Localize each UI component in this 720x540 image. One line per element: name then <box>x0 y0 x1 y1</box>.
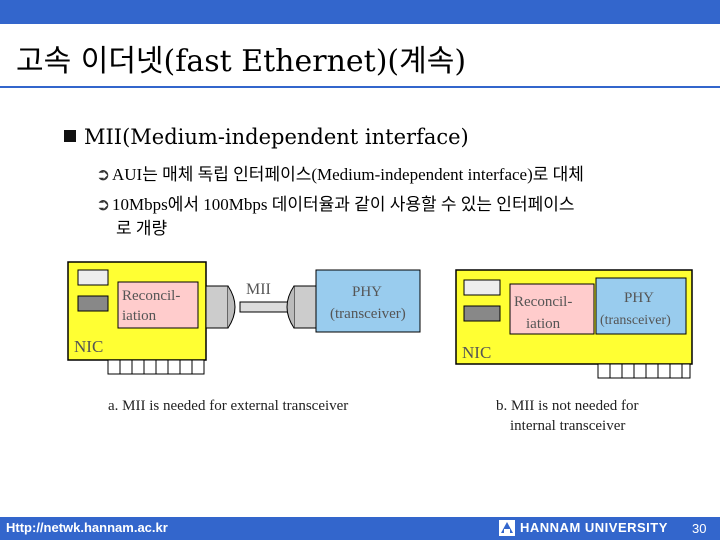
left-phy-label-1: PHY <box>352 284 382 300</box>
footer-bar: Http://netwk.hannam.ac.kr HANNAM UNIVERS… <box>0 517 720 540</box>
sub-bullet-2-continued: 로 개량 <box>116 219 168 238</box>
slide-title: 고속 이더넷(fast Ethernet)(계속) <box>16 44 467 79</box>
right-chip-white <box>463 279 501 296</box>
footer-url: Http://netwk.hannam.ac.kr <box>6 520 168 535</box>
page-number: 30 <box>692 521 707 536</box>
left-caption: a. MII is needed for external transceive… <box>108 398 348 414</box>
left-reconciliation-box <box>117 281 199 329</box>
right-reconciliation-box <box>509 283 595 335</box>
mii-connector-left <box>205 285 229 329</box>
mii-diagram: Reconcil- iation NIC MII PHY (transceive… <box>67 261 693 434</box>
right-chip-gray <box>463 305 501 322</box>
arrow-bullet-icon: ➲ <box>96 165 111 184</box>
university-logo-icon <box>499 520 515 536</box>
left-chip-white <box>77 269 109 286</box>
left-phy-label-2: (transceiver) <box>330 306 406 322</box>
square-bullet-icon <box>64 130 76 142</box>
arrow-bullet-icon: ➲ <box>96 195 111 214</box>
right-caption-line-1: b. MII is not needed for <box>496 398 638 414</box>
right-phy-label-1: PHY <box>624 290 654 306</box>
left-nic-pins <box>107 359 205 375</box>
right-reconciliation-label-1: Reconcil- <box>514 294 572 310</box>
mii-connector-right <box>293 285 317 329</box>
right-diagram: Reconcil- iation PHY (transceiver) NIC b… <box>455 269 693 434</box>
footer-university: HANNAM UNIVERSITY <box>520 520 668 535</box>
main-bullet: MII(Medium-independent interface) <box>64 125 469 149</box>
mii-cable <box>239 301 289 313</box>
right-phy-box <box>595 277 687 335</box>
left-diagram: Reconcil- iation NIC MII PHY (transceive… <box>67 261 421 414</box>
main-bullet-text: MII(Medium-independent interface) <box>84 125 469 149</box>
sub-bullet-1: ➲AUI는 매체 독립 인터페이스(Medium-independent int… <box>96 160 584 185</box>
left-reconciliation-label-1: Reconcil- <box>122 288 180 304</box>
sub-bullet-1-text: AUI는 매체 독립 인터페이스(Medium-independent inte… <box>112 165 584 184</box>
sub-bullet-2-text: 10Mbps에서 100Mbps 데이터율과 같이 사용할 수 있는 인터페이스 <box>112 195 575 214</box>
right-reconciliation-label-2: iation <box>526 316 561 332</box>
right-phy-label-2: (transceiver) <box>600 313 671 328</box>
right-nic-label: NIC <box>462 343 491 362</box>
left-reconciliation-label-2: iation <box>122 308 157 324</box>
title-divider <box>0 86 720 88</box>
right-caption-line-2: internal transceiver <box>510 418 625 434</box>
right-nic-pins <box>597 363 691 379</box>
left-chip-gray <box>77 295 109 312</box>
left-nic-label: NIC <box>74 337 103 356</box>
sub-bullet-2: ➲10Mbps에서 100Mbps 데이터율과 같이 사용할 수 있는 인터페이… <box>96 190 575 215</box>
top-bar <box>0 0 720 24</box>
mii-label: MII <box>246 281 271 298</box>
left-phy-box <box>315 269 421 333</box>
